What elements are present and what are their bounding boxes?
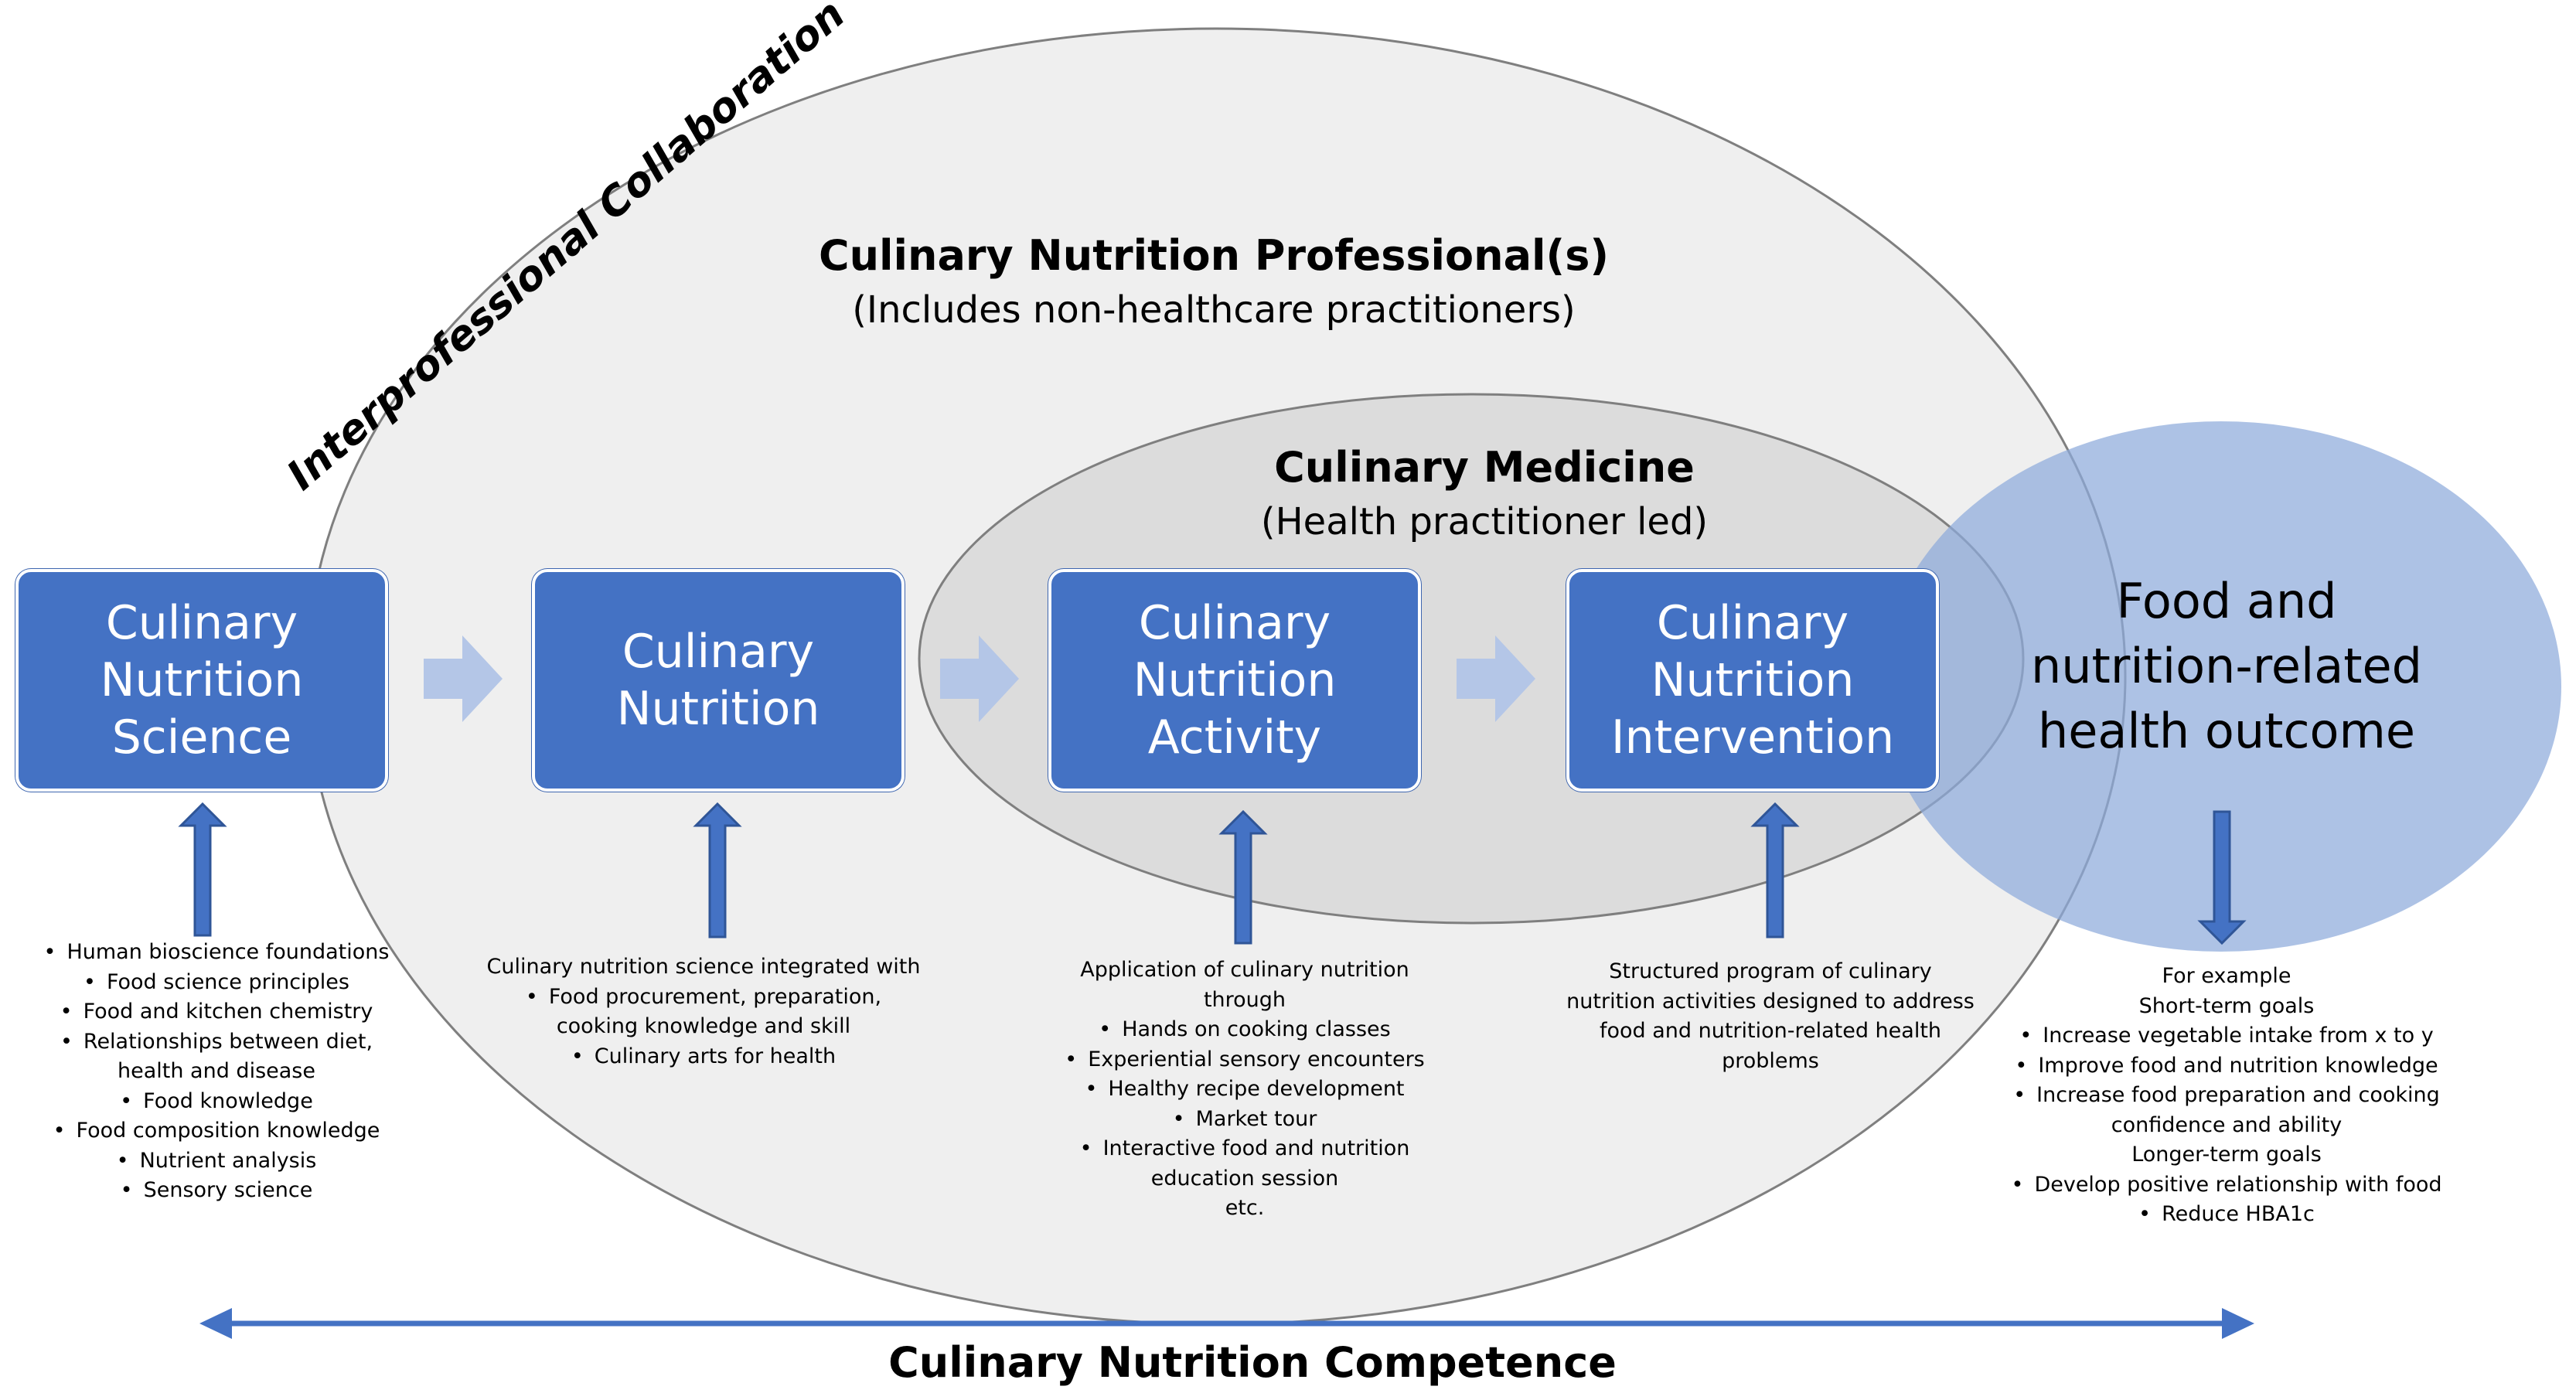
box-line: Nutrition bbox=[616, 682, 820, 736]
up-arrow-activity bbox=[1218, 809, 1268, 945]
list-item: Healthy recipe development bbox=[1005, 1075, 1484, 1105]
science-detail-list: Human bioscience foundations Food scienc… bbox=[8, 938, 425, 1206]
list-item: Relationships between diet, bbox=[8, 1027, 425, 1058]
flow-arrow-1 bbox=[424, 635, 503, 722]
box-line: Culinary bbox=[1656, 596, 1849, 650]
list-item: Reduce HBA1c bbox=[1979, 1200, 2474, 1230]
intervention-detail-list: Structured program of culinary nutrition… bbox=[1538, 957, 2002, 1076]
flow-arrow-2 bbox=[940, 635, 1019, 722]
medicine-heading: Culinary Medicine (Health practitioner l… bbox=[1160, 441, 1809, 549]
list-item: health and disease bbox=[118, 1059, 315, 1083]
list-item: etc. bbox=[1225, 1196, 1265, 1220]
up-arrow-nutrition bbox=[693, 802, 742, 938]
box-culinary-nutrition-intervention: Culinary Nutrition Intervention bbox=[1566, 569, 1939, 792]
outcome-ellipse bbox=[1881, 421, 2561, 952]
list-item: Interactive food and nutrition bbox=[1005, 1134, 1484, 1164]
medicine-title: Culinary Medicine bbox=[1274, 443, 1695, 492]
list-item: Application of culinary nutrition bbox=[1080, 958, 1409, 982]
list-item: Culinary nutrition science integrated wi… bbox=[486, 955, 921, 979]
box-culinary-nutrition-science: Culinary Nutrition Science bbox=[15, 569, 388, 792]
list-item: Nutrient analysis bbox=[8, 1146, 425, 1177]
professionals-heading: Culinary Nutrition Professional(s) (Incl… bbox=[773, 229, 1654, 337]
list-item: Food science principles bbox=[8, 968, 425, 998]
box-line: Culinary bbox=[622, 625, 815, 679]
list-item: Culinary arts for health bbox=[464, 1042, 943, 1072]
professionals-title: Culinary Nutrition Professional(s) bbox=[818, 231, 1610, 280]
list-item: Human bioscience foundations bbox=[8, 938, 425, 968]
flow-arrow-3 bbox=[1457, 635, 1535, 722]
box-line: Nutrition bbox=[1133, 653, 1337, 707]
box-line: Activity bbox=[1147, 710, 1322, 765]
list-item: Food composition knowledge bbox=[8, 1116, 425, 1146]
list-item: Experiential sensory encounters bbox=[1005, 1045, 1484, 1075]
list-item: through bbox=[1203, 987, 1286, 1012]
list-item: education session bbox=[1150, 1166, 1339, 1191]
list-item: Market tour bbox=[1005, 1105, 1484, 1135]
box-culinary-nutrition-activity: Culinary Nutrition Activity bbox=[1048, 569, 1421, 792]
list-item: Short-term goals bbox=[2138, 993, 2315, 1018]
list-item: Improve food and nutrition knowledge bbox=[1979, 1051, 2474, 1082]
list-item: problems bbox=[1722, 1048, 1819, 1073]
nutrition-detail-list: Culinary nutrition science integrated wi… bbox=[464, 952, 943, 1071]
list-item: nutrition activities designed to address bbox=[1566, 989, 1975, 1013]
outcome-line: Food and bbox=[2116, 573, 2337, 629]
box-line: Science bbox=[111, 710, 292, 765]
box-line: Nutrition bbox=[1651, 653, 1855, 707]
list-item: food and nutrition-related health bbox=[1599, 1019, 1942, 1043]
list-item: Increase food preparation and cooking bbox=[1979, 1081, 2474, 1111]
box-line: Culinary bbox=[105, 596, 298, 650]
medicine-subtitle: (Health practitioner led) bbox=[1260, 500, 1709, 543]
outcome-label: Food and nutrition-related health outcom… bbox=[1979, 569, 2474, 764]
list-item: confidence and ability bbox=[2111, 1112, 2343, 1137]
competence-label: Culinary Nutrition Competence bbox=[888, 1338, 1617, 1387]
outcome-detail-list: For example Short-term goals Increase ve… bbox=[1979, 962, 2474, 1230]
outcome-line: nutrition-related bbox=[2030, 638, 2423, 694]
competence-arrow-left-head bbox=[199, 1308, 232, 1339]
list-item: Sensory science bbox=[8, 1176, 425, 1206]
list-item: Structured program of culinary bbox=[1609, 959, 1932, 983]
list-item: Develop positive relationship with food bbox=[1979, 1170, 2474, 1201]
list-item: Longer-term goals bbox=[2131, 1143, 2322, 1167]
up-arrow-intervention bbox=[1750, 802, 1800, 938]
list-item: For example bbox=[2162, 964, 2291, 988]
professionals-subtitle: (Includes non-healthcare practitioners) bbox=[852, 288, 1576, 332]
box-culinary-nutrition: Culinary Nutrition bbox=[532, 569, 905, 792]
box-line: Intervention bbox=[1610, 710, 1895, 765]
list-item: Increase vegetable intake from x to y bbox=[1979, 1021, 2474, 1051]
competence-arrow-right-head bbox=[2222, 1308, 2254, 1339]
box-line: Nutrition bbox=[100, 653, 304, 707]
list-item: cooking knowledge and skill bbox=[556, 1014, 851, 1038]
activity-detail-list: Application of culinary nutrition throug… bbox=[1005, 955, 1484, 1224]
up-arrow-science bbox=[178, 802, 227, 937]
outcome-line: health outcome bbox=[2037, 703, 2416, 759]
box-line: Culinary bbox=[1138, 596, 1331, 650]
list-item: Food and kitchen chemistry bbox=[8, 997, 425, 1027]
list-item: Hands on cooking classes bbox=[1005, 1015, 1484, 1045]
down-arrow-outcome bbox=[2197, 810, 2247, 945]
list-item: Food knowledge bbox=[8, 1087, 425, 1117]
list-item: Food procurement, preparation, bbox=[464, 983, 943, 1013]
